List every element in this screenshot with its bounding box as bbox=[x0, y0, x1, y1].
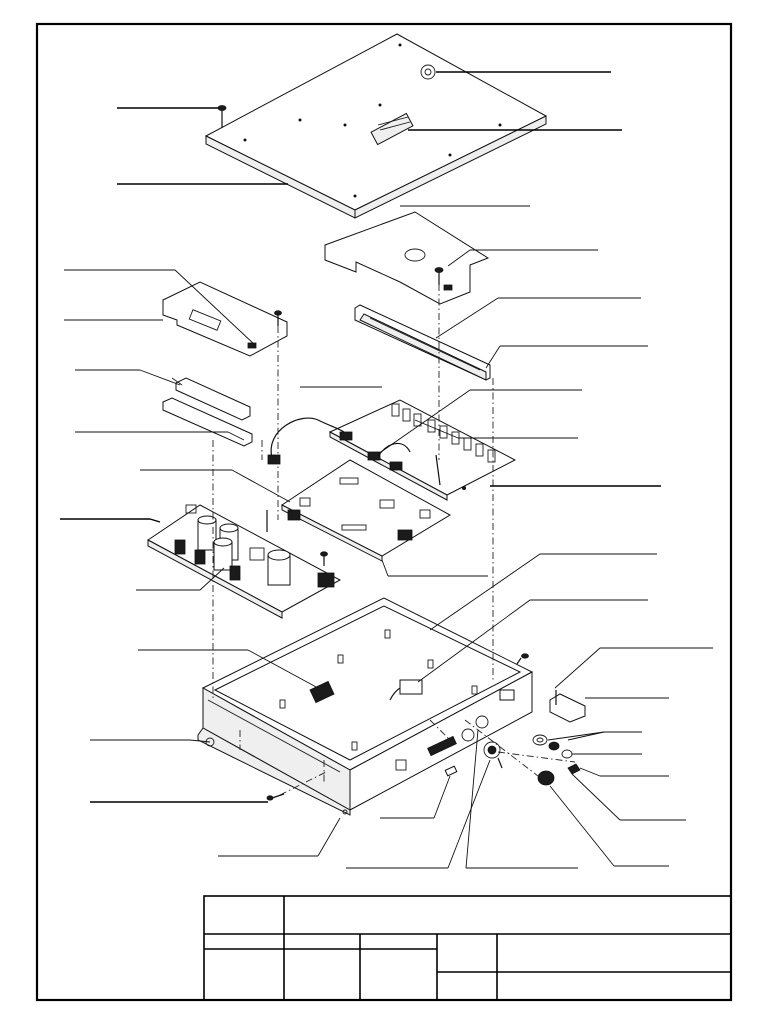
chassis-enclosure bbox=[197, 597, 534, 816]
title-block bbox=[203, 895, 732, 1001]
small-pin bbox=[444, 765, 458, 777]
connector-pcb bbox=[328, 399, 517, 501]
top-cover-plate bbox=[204, 33, 548, 219]
callout-leaders bbox=[60, 71, 713, 869]
side-bracket bbox=[549, 690, 586, 723]
right-rail bbox=[354, 304, 491, 381]
bottom-screw bbox=[266, 793, 285, 801]
power-supply-pcb bbox=[147, 504, 342, 619]
left-rail bbox=[162, 377, 253, 447]
chassis-screw-right bbox=[516, 653, 529, 665]
capacitors bbox=[197, 515, 291, 586]
cover-screw bbox=[217, 105, 227, 128]
bracket-screw-left bbox=[274, 310, 282, 326]
right-shield-bracket bbox=[324, 211, 490, 305]
washers-and-knobs bbox=[475, 715, 581, 786]
ribbon-cable bbox=[270, 417, 345, 459]
bracket-screw-right bbox=[434, 267, 444, 285]
chassis-switch bbox=[309, 680, 335, 704]
left-shield bbox=[162, 281, 288, 357]
standoffs bbox=[279, 629, 478, 751]
assembly-centerlines bbox=[212, 284, 576, 796]
psu-screw bbox=[320, 551, 328, 566]
